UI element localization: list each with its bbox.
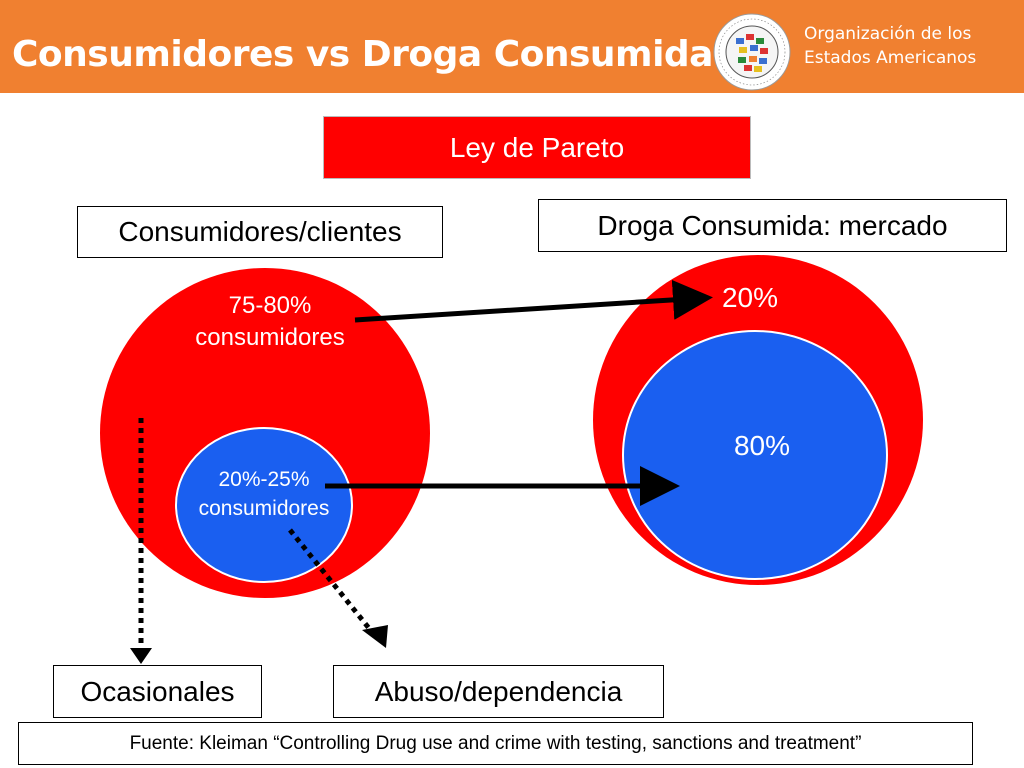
header-bar: Consumidores vs Droga Consumida Organiza… (0, 0, 1024, 93)
arrow-dotted-abuse-head (362, 625, 388, 648)
inner-consumers-word: consumidores (198, 497, 330, 520)
outer-consumers-percent: 75-80% (228, 292, 312, 319)
consumers-inner-circle (175, 427, 353, 583)
arrow-dotted-to-abuse (288, 528, 374, 634)
outer-consumers-word: consumidores (195, 324, 345, 351)
oas-seal-logo (713, 13, 791, 91)
source-citation: Fuente: Kleiman “Controlling Drug use an… (18, 722, 973, 765)
occasional-consumers-share: 75-80% consumidores (170, 290, 370, 354)
pareto-law-label: Ley de Pareto (323, 116, 751, 179)
organization-name: Organización de los Estados Americanos (804, 22, 976, 70)
consumers-heading: Consumidores/clientes (77, 206, 443, 258)
arrow-outer-to-market-20 (354, 279, 713, 323)
market-inner-circle (622, 330, 888, 580)
org-name-line1: Organización de los (804, 24, 972, 44)
arrow-dotted-occasional-head (130, 648, 152, 664)
occasional-box: Ocasionales (53, 665, 262, 718)
market-outer-percent: 20% (721, 282, 779, 313)
market-inner-percent: 80% (733, 430, 791, 461)
abuse-dependence-box: Abuso/dependencia (333, 665, 664, 718)
page-title: Consumidores vs Droga Consumida (12, 34, 713, 75)
inner-consumers-percent: 20%-25% (218, 468, 310, 491)
market-heading: Droga Consumida: mercado (538, 199, 1007, 252)
org-name-line2: Estados Americanos (804, 48, 977, 68)
heavy-consumers-share: 20%-25% consumidores (178, 465, 350, 523)
